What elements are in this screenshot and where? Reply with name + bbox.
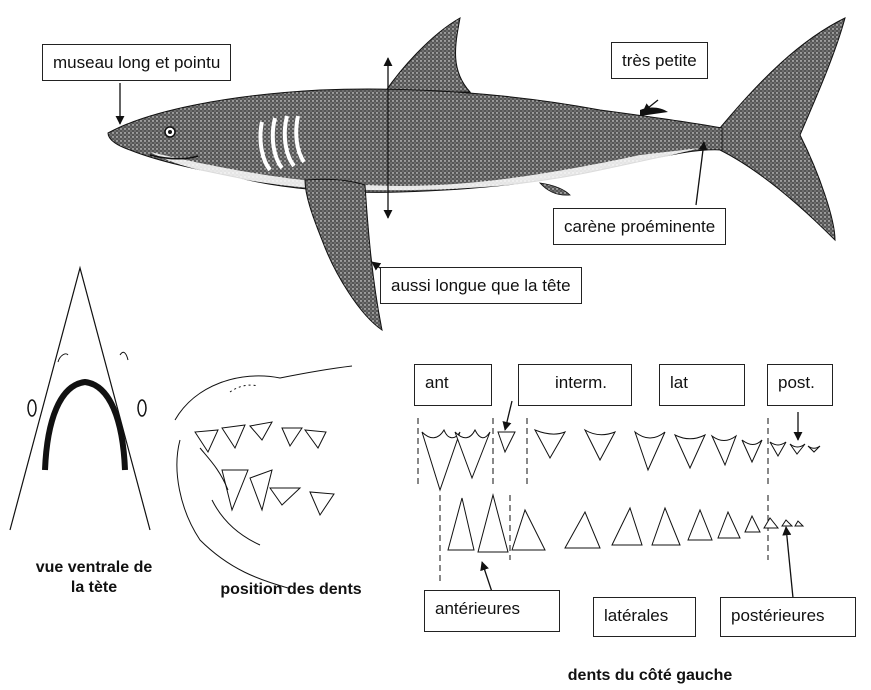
teeth-rows	[418, 418, 820, 582]
label-lat: lat	[659, 364, 745, 406]
caption-ventral-line2: la tète	[10, 578, 178, 598]
pectoral-fin	[305, 179, 382, 330]
label-laterales: latérales	[593, 597, 696, 637]
label-interm: interm.	[518, 364, 632, 406]
caption-teeth-left-side: dents du côté gauche	[530, 666, 770, 686]
label-ant: ant	[414, 364, 492, 406]
caudal-fin	[720, 18, 845, 240]
label-posterieures: postérieures	[720, 597, 856, 637]
label-snout: museau long et pointu	[42, 44, 231, 81]
ventral-head-view	[10, 268, 150, 530]
label-post: post.	[767, 364, 833, 406]
caption-ventral-view: vue ventrale de la tète	[10, 558, 178, 598]
shark-body	[108, 89, 722, 192]
first-dorsal-fin	[385, 18, 470, 92]
label-pectoral: aussi longue que la tête	[380, 267, 582, 304]
caption-ventral-line1: vue ventrale de	[10, 558, 178, 578]
caption-teeth-position: position des dents	[196, 580, 386, 600]
label-anterieures: antérieures	[424, 590, 560, 632]
label-second-dorsal: très petite	[611, 42, 708, 79]
label-keel: carène proéminente	[553, 208, 726, 245]
teeth-position-drawing	[175, 366, 352, 588]
